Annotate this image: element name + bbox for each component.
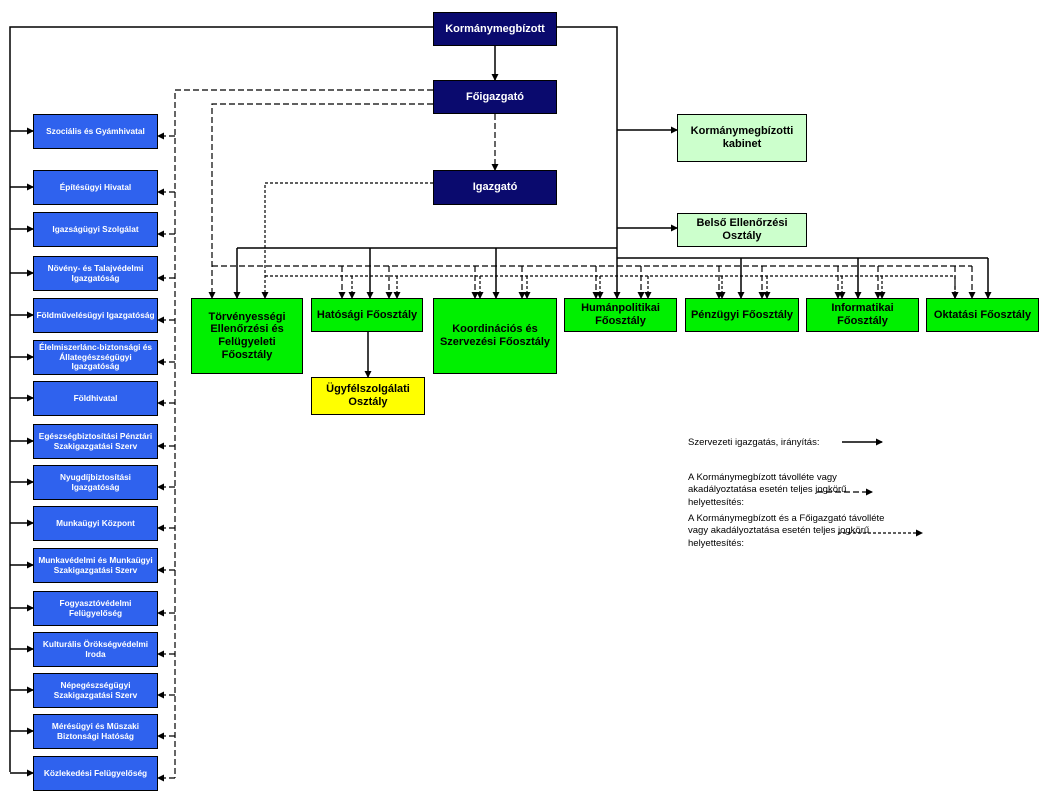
- office-box: Növény- és Talajvédelmi Igazgatóság: [33, 256, 158, 291]
- department-oktatasi: Oktatási Főosztály: [926, 298, 1039, 332]
- office-label: Közlekedési Felügyelőség: [43, 767, 148, 778]
- department-label: Törvényességi Ellenőrzési és Felügyeleti…: [208, 310, 286, 361]
- connector-line: [261, 182, 433, 299]
- legend-dashed-text: A Kormánymegbízott távolléte vagy akadál…: [688, 472, 847, 508]
- office-label: Építésügyi Hivatal: [59, 181, 132, 192]
- office-label: Egészségbiztosítási Pénztári Szakigazgat…: [38, 430, 153, 451]
- office-box: Földhivatal: [33, 381, 158, 416]
- office-box: Igazságügyi Szolgálat: [33, 212, 158, 247]
- office-box: Földművelésügyi Igazgatóság: [33, 298, 158, 333]
- department-humanpolitikai: Humánpolitikai Főosztály: [564, 298, 677, 332]
- department-hatosagi: Hatósági Főosztály: [311, 298, 423, 332]
- ugyfelszolgalati-osztaly-box: Ügyfélszolgálati Osztály: [311, 377, 425, 415]
- department-label: Oktatási Főosztály: [933, 308, 1032, 321]
- ugyfelszolgalati-label: Ügyfélszolgálati Osztály: [326, 383, 410, 408]
- office-label: Munkavédelmi és Munkaügyi Szakigazgatási…: [38, 554, 153, 575]
- belso-ellenorzesi-label: Belső Ellenőrzési Osztály: [696, 217, 788, 242]
- office-box: Építésügyi Hivatal: [33, 170, 158, 205]
- connector-line: [208, 103, 433, 299]
- office-label: Élelmiszerlánc-biztonsági és Állategészs…: [39, 342, 152, 372]
- department-informatikai: Informatikai Főosztály: [806, 298, 919, 332]
- office-box: Élelmiszerlánc-biztonsági és Állategészs…: [33, 340, 158, 375]
- office-box: Népegészségügyi Szakigazgatási Szerv: [33, 673, 158, 708]
- connector-line: [557, 26, 618, 258]
- kormanymegbizott-box: Kormánymegbízott: [433, 12, 557, 46]
- department-label: Informatikai Főosztály: [831, 302, 894, 327]
- department-label: Humánpolitikai Főosztály: [581, 302, 660, 327]
- igazgato-box: Igazgató: [433, 170, 557, 205]
- office-label: Fogyasztóvédelmi Felügyelőség: [59, 597, 132, 618]
- office-label: Mérésügyi és Műszaki Biztonsági Hatóság: [51, 720, 140, 741]
- igazgato-label: Igazgató: [472, 181, 518, 194]
- office-label: Munkaügyi Központ: [56, 517, 135, 528]
- department-torvenyessegi: Törvényességi Ellenőrzési és Felügyeleti…: [191, 298, 303, 374]
- kormanymegbizott-label: Kormánymegbízott: [445, 22, 545, 35]
- office-box: Mérésügyi és Műszaki Biztonsági Hatóság: [33, 714, 158, 749]
- office-label: Földhivatal: [73, 392, 118, 403]
- department-label: Koordinációs és Szervezési Főosztály: [439, 323, 551, 348]
- office-box: Fogyasztóvédelmi Felügyelőség: [33, 591, 158, 626]
- department-label: Pénzügyi Főosztály: [690, 308, 794, 321]
- kabinet-label: Kormánymegbízotti kabinet: [690, 125, 794, 150]
- office-label: Népegészségügyi Szakigazgatási Szerv: [53, 679, 138, 700]
- office-label: Földművelésügyi Igazgatóság: [36, 309, 155, 320]
- office-label: Igazságügyi Szolgálat: [52, 223, 139, 234]
- foigazgato-label: Főigazgató: [465, 90, 525, 103]
- office-box: Nyugdíjbiztosítási Igazgatóság: [33, 465, 158, 500]
- office-label: Kulturális Örökségvédelmi Iroda: [42, 638, 149, 659]
- office-box: Egészségbiztosítási Pénztári Szakigazgat…: [33, 424, 158, 459]
- legend-solid-text: Szervezeti igazgatás, irányítás:: [688, 437, 820, 448]
- office-box: Munkavédelmi és Munkaügyi Szakigazgatási…: [33, 548, 158, 583]
- legend-dotted-text: A Kormánymegbízott és a Főigazgató távol…: [688, 513, 885, 549]
- department-penzugyi: Pénzügyi Főosztály: [685, 298, 799, 332]
- connector-line: [174, 89, 433, 778]
- department-label: Hatósági Főosztály: [316, 308, 418, 321]
- office-label: Szociális és Gyámhivatal: [46, 125, 145, 136]
- office-box: Kulturális Örökségvédelmi Iroda: [33, 632, 158, 667]
- office-label: Nyugdíjbiztosítási Igazgatóság: [60, 471, 131, 492]
- foigazgato-box: Főigazgató: [433, 80, 557, 114]
- office-box: Munkaügyi Központ: [33, 506, 158, 541]
- belso-ellenorzesi-osztaly-box: Belső Ellenőrzési Osztály: [677, 213, 807, 247]
- office-box: Szociális és Gyámhivatal: [33, 114, 158, 149]
- kormanymegbizotti-kabinet-box: Kormánymegbízotti kabinet: [677, 114, 807, 162]
- department-koordinacios: Koordinációs és Szervezési Főosztály: [433, 298, 557, 374]
- office-box: Közlekedési Felügyelőség: [33, 756, 158, 791]
- office-label: Növény- és Talajvédelmi Igazgatóság: [47, 262, 144, 283]
